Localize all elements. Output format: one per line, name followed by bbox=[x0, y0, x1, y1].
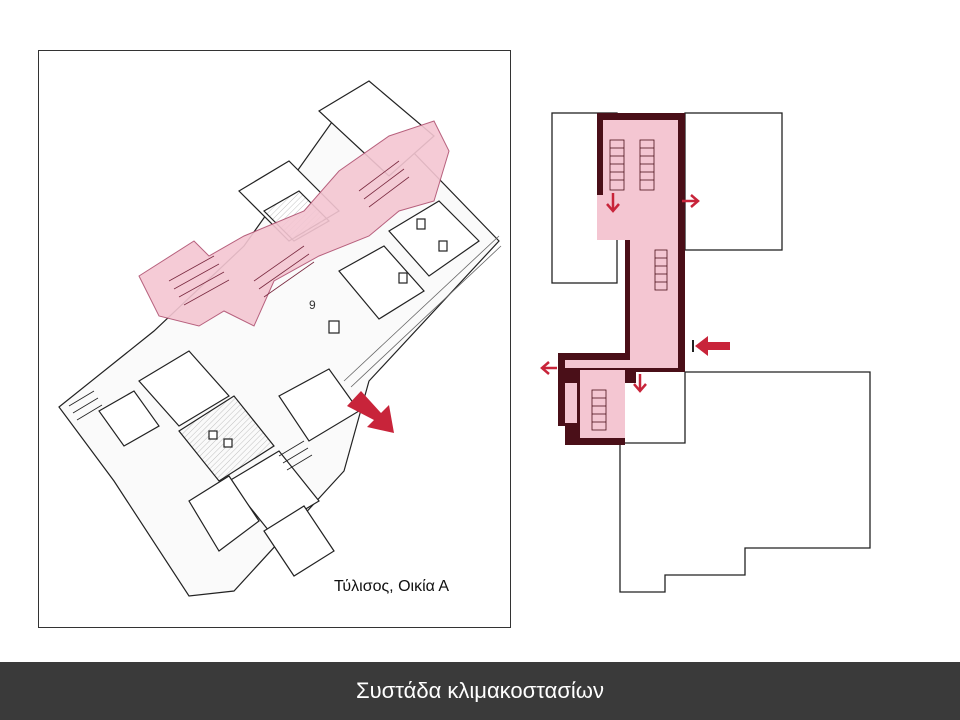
svg-text:9: 9 bbox=[309, 298, 316, 312]
entrance-arrow-icon bbox=[692, 336, 730, 356]
drawing-caption: Τύλισος, Οικία Α bbox=[334, 578, 450, 595]
lower-stair bbox=[68, 390, 313, 471]
axonometric-drawing: 9 bbox=[58, 80, 502, 597]
stair-plan bbox=[540, 112, 871, 593]
arrow-left-icon bbox=[540, 361, 557, 375]
axonometric-drawing-frame: 9 Τύλισος, Οικία Α bbox=[38, 50, 511, 628]
stair-walls bbox=[558, 113, 685, 445]
stair-treads bbox=[591, 139, 668, 431]
title-bar: Συστάδα κλιμακοστασίων bbox=[0, 662, 960, 720]
arrow-down-icon bbox=[606, 193, 620, 213]
entrance-arrow-icon bbox=[347, 391, 394, 433]
arrow-down-icon bbox=[633, 374, 647, 393]
stair-cluster-highlight bbox=[138, 120, 450, 327]
plan-arrows bbox=[540, 193, 700, 393]
slide-title: Συστάδα κλιμακοστασίων bbox=[356, 678, 604, 703]
arrow-right-icon bbox=[682, 194, 700, 208]
